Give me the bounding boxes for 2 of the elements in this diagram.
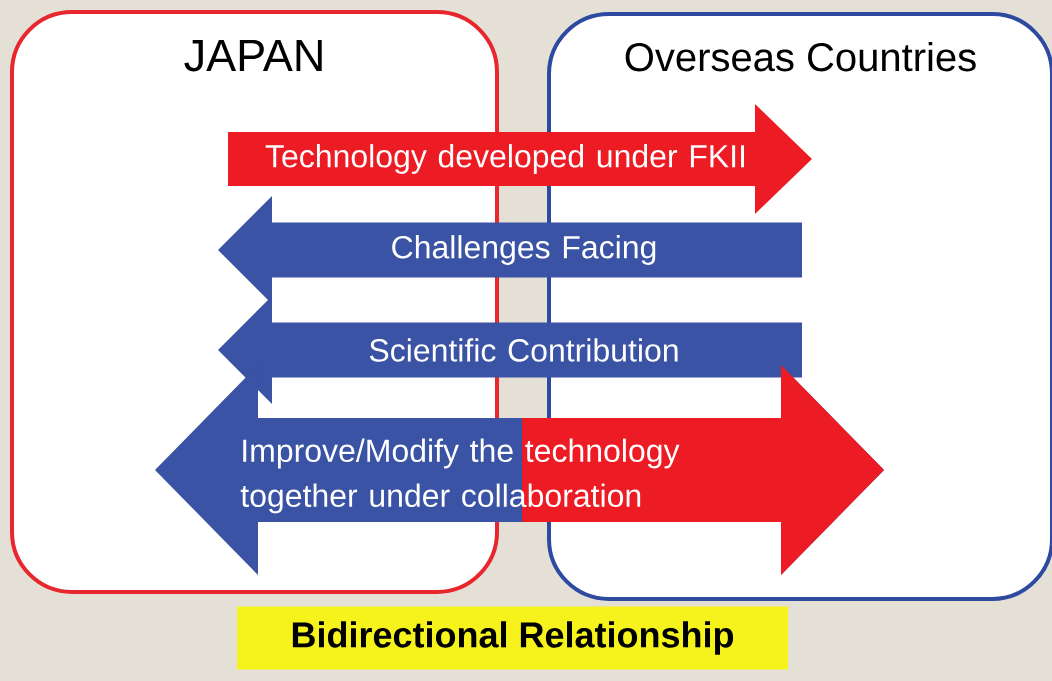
caption: Bidirectional Relationship	[237, 606, 788, 670]
block-arrow	[228, 104, 812, 214]
